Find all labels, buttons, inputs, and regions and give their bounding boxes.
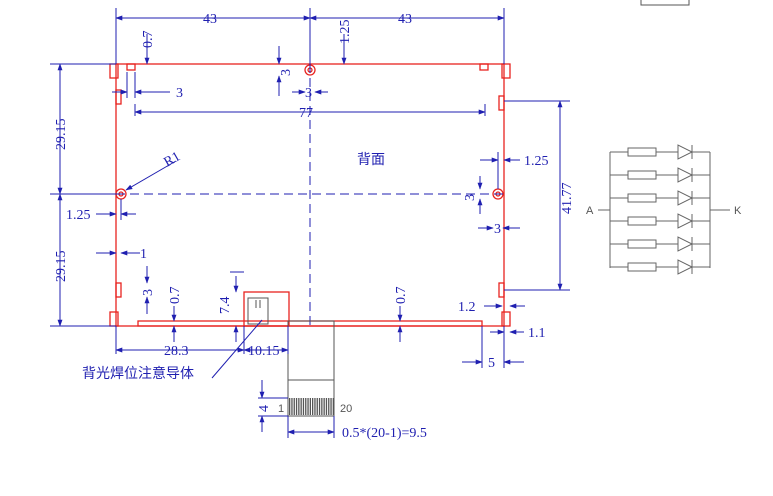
resistor-symbol — [627, 170, 657, 180]
led-row — [610, 213, 710, 229]
dim-right-hole-3-vertical: 3 — [463, 194, 478, 201]
resistor-symbol — [627, 262, 657, 272]
fpc-pin — [332, 398, 334, 415]
dim-top-left-0-7: 0.7 — [141, 31, 156, 49]
led-row — [610, 144, 710, 160]
led-diode-icon — [677, 213, 694, 229]
resistor-symbol — [627, 147, 657, 157]
dim-fpc-4: 4 — [257, 405, 272, 412]
dimension-lines — [50, 8, 570, 438]
fpc-pin-last-label: 20 — [340, 403, 352, 415]
dim-hole-3-vertical: 3 — [279, 69, 294, 76]
led-row — [610, 259, 710, 275]
dim-hole-3-horizontal: 3 — [305, 86, 312, 101]
fpc-pin — [321, 398, 323, 415]
dim-bottom-10-15: 10.15 — [248, 344, 280, 359]
fpc-pin — [298, 398, 300, 415]
dim-bottom-28-3: 28.3 — [164, 344, 189, 359]
fpc-pin — [330, 398, 332, 415]
fpc-pin — [312, 398, 314, 415]
dim-top-1-25: 1.25 — [338, 20, 353, 45]
solder-pad — [247, 297, 269, 325]
fpc-cable — [287, 320, 335, 417]
solder-note-label: 背光焊位注意导体 — [82, 365, 194, 382]
anode-label: A — [586, 205, 594, 217]
dim-right-1-25: 1.25 — [524, 154, 549, 169]
dim-left-29-15-bottom: 29.15 — [54, 251, 69, 283]
fpc-pin — [300, 398, 302, 415]
dim-corner-3: 3 — [176, 86, 183, 101]
resistor-symbol — [627, 193, 657, 203]
resistor-symbol — [627, 239, 657, 249]
dim-inner-77: 77 — [299, 106, 313, 121]
dim-right-0-7: 0.7 — [394, 287, 409, 305]
fpc-pin — [295, 398, 298, 415]
led-diode-icon — [677, 144, 694, 160]
dim-top-left-43: 43 — [203, 12, 217, 27]
dim-right-41-77: 41.77 — [560, 183, 575, 215]
led-diode-icon — [677, 259, 694, 275]
dim-left-3: 3 — [141, 289, 156, 296]
led-row — [610, 167, 710, 183]
fpc-pin — [318, 398, 321, 415]
dim-radius-r1: R1 — [162, 149, 184, 170]
dim-left-1: 1 — [140, 247, 147, 262]
led-row — [610, 236, 710, 252]
fpc-pin — [302, 398, 305, 415]
dim-pitch-formula: 0.5*(20-1)=9.5 — [342, 426, 427, 441]
dim-right-hole-3-horizontal: 3 — [494, 222, 501, 237]
fpc-pin — [314, 398, 316, 415]
center-lines — [116, 64, 504, 326]
fpc-pin — [328, 398, 330, 415]
led-diode-icon — [677, 190, 694, 206]
resistor-symbol — [627, 216, 657, 226]
led-diode-icon — [677, 236, 694, 252]
dim-tab-7-4: 7.4 — [218, 297, 233, 315]
fpc-pins — [289, 398, 334, 415]
back-side-label: 背面 — [357, 152, 385, 168]
fpc-pin — [289, 398, 291, 415]
fpc-pin — [316, 398, 318, 415]
led-diode-icon — [677, 167, 694, 183]
dim-left-0-7: 0.7 — [168, 287, 183, 305]
cathode-label: K — [734, 205, 742, 217]
dim-right-1-1: 1.1 — [528, 326, 546, 341]
fpc-pin — [309, 398, 311, 415]
led-schematic — [598, 144, 730, 275]
fpc-pin — [325, 398, 328, 415]
fpc-pin — [293, 398, 295, 415]
fpc-pin — [305, 398, 307, 415]
dim-left-29-15-top: 29.15 — [54, 119, 69, 151]
fpc-pin — [323, 398, 325, 415]
dim-right-1-2: 1.2 — [458, 300, 476, 315]
dim-top-right-43: 43 — [398, 12, 412, 27]
fpc-pin-one-label: 1 — [278, 403, 284, 415]
dim-bottom-5: 5 — [488, 356, 495, 371]
corner-box — [640, 0, 690, 6]
fpc-pin — [307, 398, 309, 415]
dim-left-1-25: 1.25 — [66, 208, 91, 223]
fpc-pin — [291, 398, 293, 415]
led-row — [610, 190, 710, 206]
